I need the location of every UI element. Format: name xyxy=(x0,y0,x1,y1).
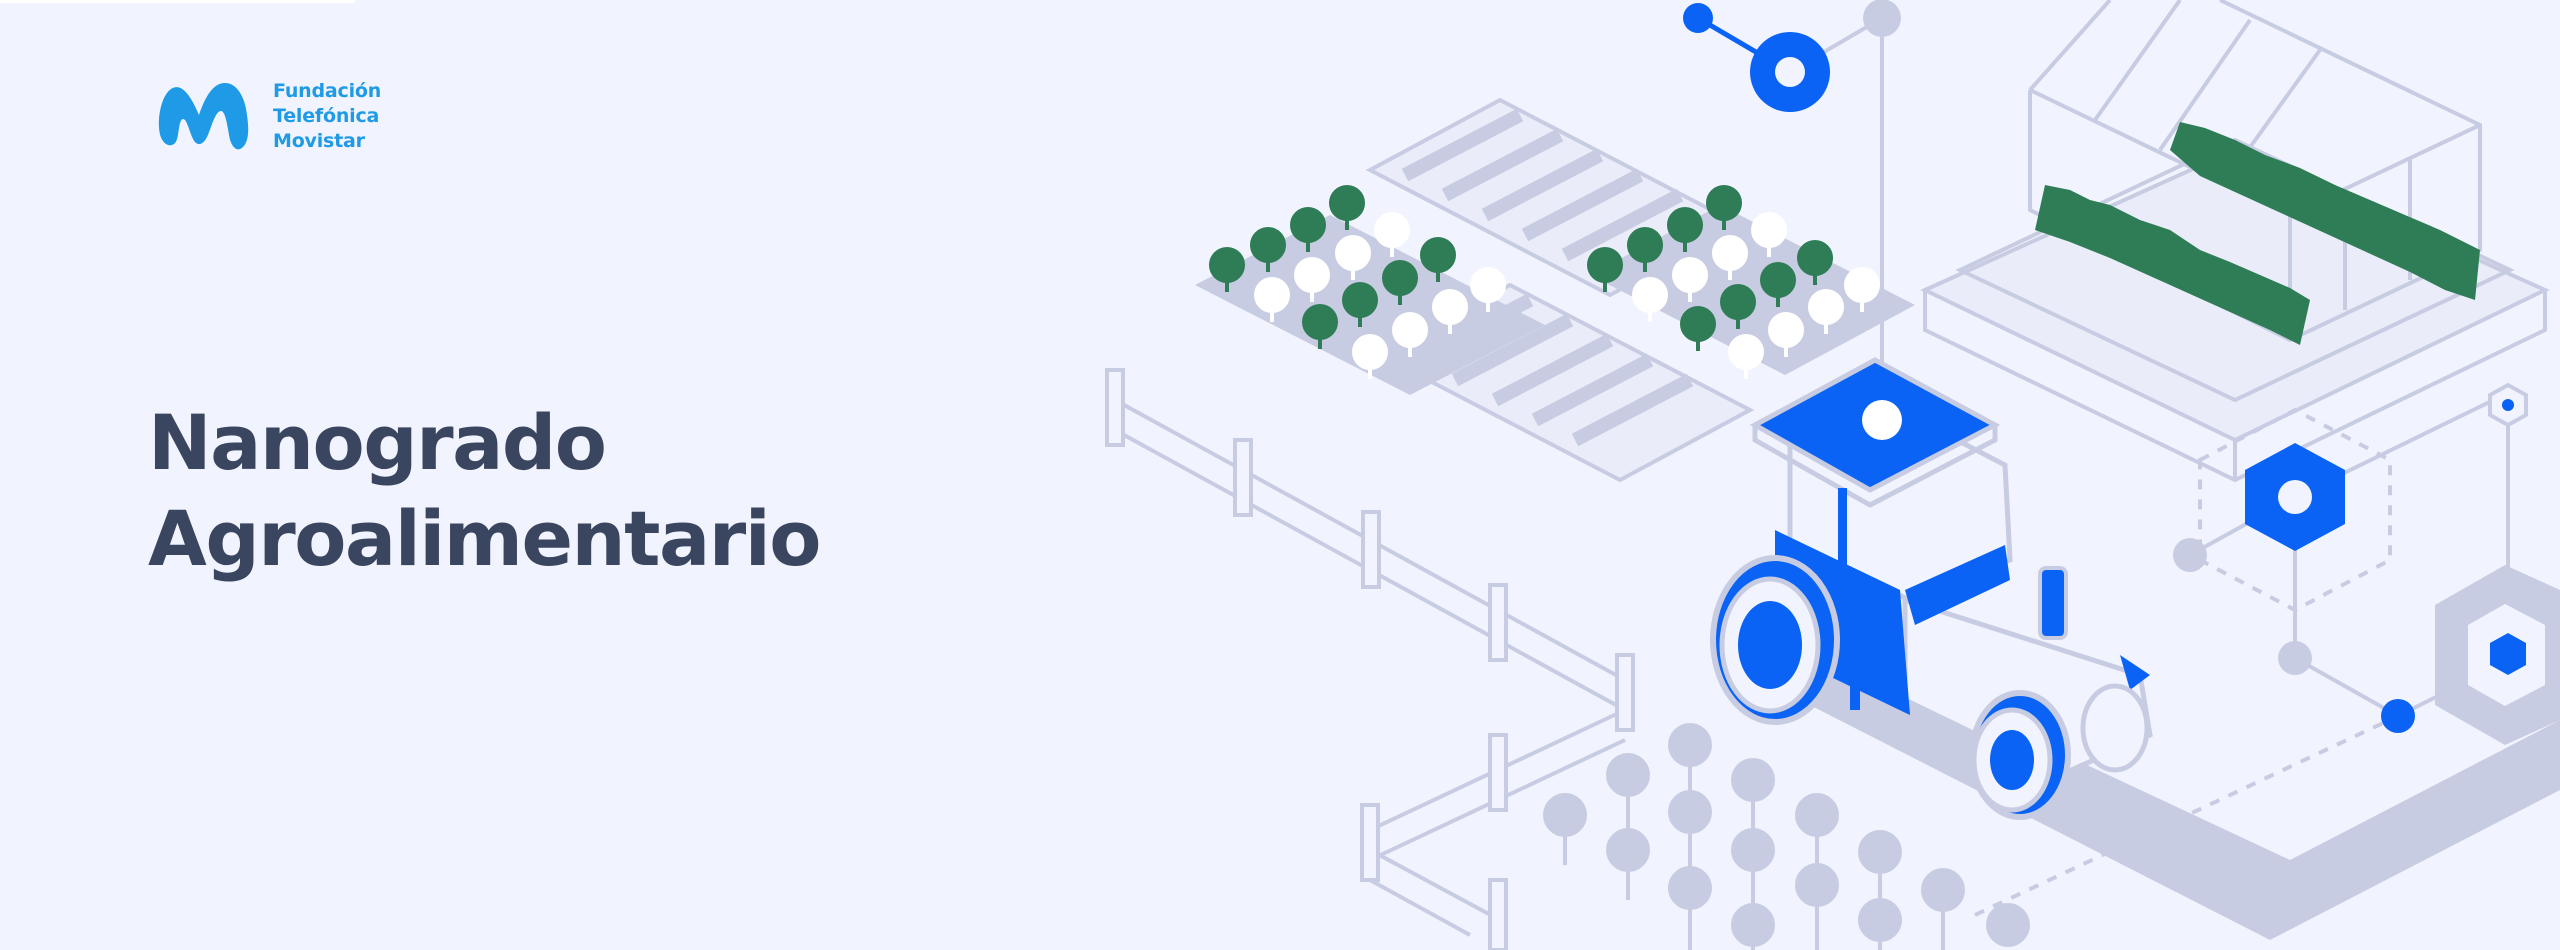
greenhouse-crops xyxy=(2035,122,2480,345)
farm-illustration xyxy=(1105,0,2560,950)
banner-title: Nanogrado Agroalimentario xyxy=(148,395,822,587)
top-divider xyxy=(0,0,355,3)
brand-name: Fundación Telefónica Movistar xyxy=(273,79,381,154)
fence-icon xyxy=(1105,368,1635,950)
tractor-rear-wheel xyxy=(1710,555,1840,725)
orchard-trees xyxy=(1209,185,1880,379)
movistar-m-icon xyxy=(158,83,249,150)
tractor-icon xyxy=(1710,357,2153,820)
brand-logo[interactable]: Fundación Telefónica Movistar xyxy=(153,75,381,157)
tractor-front-wheel xyxy=(1969,690,2071,820)
banner-title-line-1: Nanogrado xyxy=(148,398,607,487)
sprout-plants xyxy=(1543,723,2030,950)
brand-line-2: Telefónica xyxy=(273,104,380,127)
brand-line-3: Movistar xyxy=(273,129,365,152)
hexagon-node-icon xyxy=(1974,382,2560,917)
network-node-icon xyxy=(1683,0,1901,420)
brand-line-1: Fundación xyxy=(273,79,382,102)
ground-plate xyxy=(1800,640,2560,940)
banner-title-line-2: Agroalimentario xyxy=(148,494,822,583)
